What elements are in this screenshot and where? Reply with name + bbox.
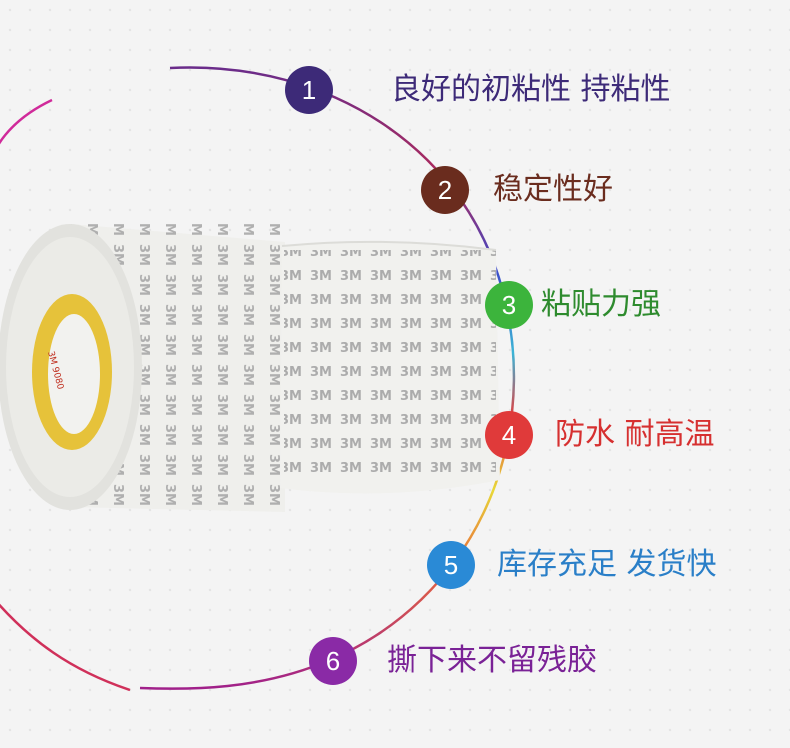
feature-number-badge: 6 [309,637,357,685]
feature-number-badge: 5 [427,541,475,589]
tape-roll-left: 3M 9080 [0,224,285,512]
feature-number-badge: 2 [421,166,469,214]
feature-label: 良好的初粘性 持粘性 [391,72,671,107]
feature-number-badge: 1 [285,66,333,114]
feature-label: 稳定性好 [493,172,613,207]
feature-number-badge: 4 [485,411,533,459]
feature-label: 粘贴力强 [541,287,661,322]
feature-label: 撕下来不留残胶 [387,643,597,678]
tape-roll-right [280,240,500,494]
feature-label: 库存充足 发货快 [497,547,717,582]
feature-label: 防水 耐高温 [555,417,715,452]
feature-number-badge: 3 [485,281,533,329]
